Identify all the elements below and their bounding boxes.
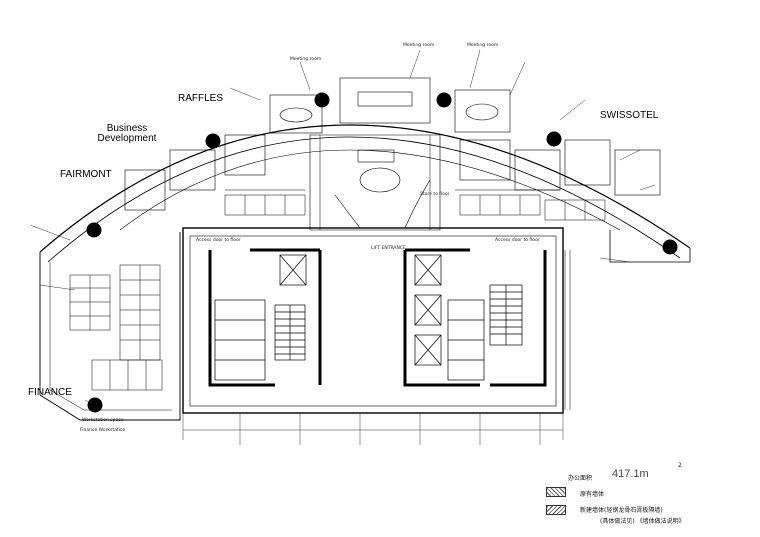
- core-outline: [182, 227, 564, 414]
- lower-grid: [182, 413, 564, 445]
- core-wall-right-2: [490, 250, 547, 387]
- legend-label-new-wall: 新建墙体(轻钢龙骨石膏板隔墙): [580, 507, 663, 514]
- room-note-meeting-3: Meeting room: [467, 43, 499, 48]
- office-area-label: 办公面积: [568, 475, 593, 482]
- column-marker: [546, 131, 562, 147]
- zone-label-raffles: RAFFLES: [178, 93, 224, 104]
- right-wing-outline: [609, 230, 691, 263]
- lift-shaft-2: [414, 254, 442, 286]
- private-office-6: [169, 149, 216, 191]
- column-marker: [314, 92, 330, 108]
- lift-shaft-1: [279, 254, 307, 286]
- legend-footnote: (具体做法见) 《墙体做法说明》: [600, 518, 685, 525]
- lobby-curve-left: [334, 194, 361, 229]
- curved-facade-inner: [47, 136, 681, 263]
- left-wing-inner: [49, 262, 172, 411]
- reception-desk: [359, 167, 401, 193]
- office-area-unit-superscript: 2: [678, 462, 682, 469]
- legend-label-existing-wall: 原有墙体: [580, 491, 605, 498]
- room-note-access-door-left: Access door to floor: [196, 238, 241, 243]
- meeting-table-right: [465, 103, 499, 121]
- right-dimension-line: [564, 250, 571, 410]
- room-note-meeting-1: Meeting room: [290, 57, 322, 62]
- room-note-workstation: Workstation space: [82, 418, 124, 423]
- column-marker: [662, 239, 678, 255]
- zone-label-swissotel: SWISSOTEL: [600, 110, 659, 121]
- private-office-1: [459, 139, 511, 181]
- corridor-walls: [225, 135, 560, 230]
- private-office-7: [124, 169, 166, 211]
- private-office-5: [224, 134, 266, 176]
- meeting-room-left: [269, 94, 323, 134]
- office-area-value: 417.1m: [612, 468, 649, 480]
- lift-shaft-4: [414, 334, 442, 366]
- room-note-lift-entrance: LIFT ENTRANCE: [371, 246, 406, 251]
- core-wall-right: [403, 250, 480, 387]
- meeting-room-center: [339, 77, 431, 124]
- legend-swatch-new-wall: [546, 505, 566, 515]
- private-office-4: [614, 149, 661, 196]
- legend-swatch-existing-wall: [546, 487, 566, 497]
- core-wall-left: [208, 250, 275, 387]
- lobby-curve-right: [404, 179, 431, 229]
- room-note-finance-workstation: Finance Workstation: [80, 428, 126, 433]
- left-wing-outline: [39, 232, 181, 421]
- private-office-3: [564, 139, 611, 186]
- room-note-access-door-right: Access door to floor: [495, 238, 540, 243]
- zone-label-finance: FINANCE: [28, 387, 72, 398]
- finance-desk: [91, 359, 163, 391]
- column-marker: [87, 397, 103, 413]
- curved-facade-outer: [39, 124, 691, 253]
- column-marker: [205, 133, 221, 149]
- room-note-store: Store to floor: [420, 192, 450, 197]
- zone-label-business-development: Business Development: [97, 123, 157, 144]
- core-inner: [189, 235, 557, 407]
- meeting-room-right: [454, 89, 511, 133]
- lobby-outline: [309, 134, 441, 231]
- column-marker: [86, 222, 102, 238]
- lobby-bench: [357, 149, 395, 163]
- room-note-meeting-2: Meeting room: [403, 43, 435, 48]
- lift-shaft-3: [414, 294, 442, 326]
- workstation-row-right: [544, 199, 606, 221]
- meeting-table-left: [279, 107, 313, 123]
- curved-facade-corridor: [119, 149, 621, 231]
- meeting-table-center: [357, 91, 413, 107]
- zone-label-fairmont: FAIRMONT: [60, 169, 112, 180]
- column-marker: [436, 92, 452, 108]
